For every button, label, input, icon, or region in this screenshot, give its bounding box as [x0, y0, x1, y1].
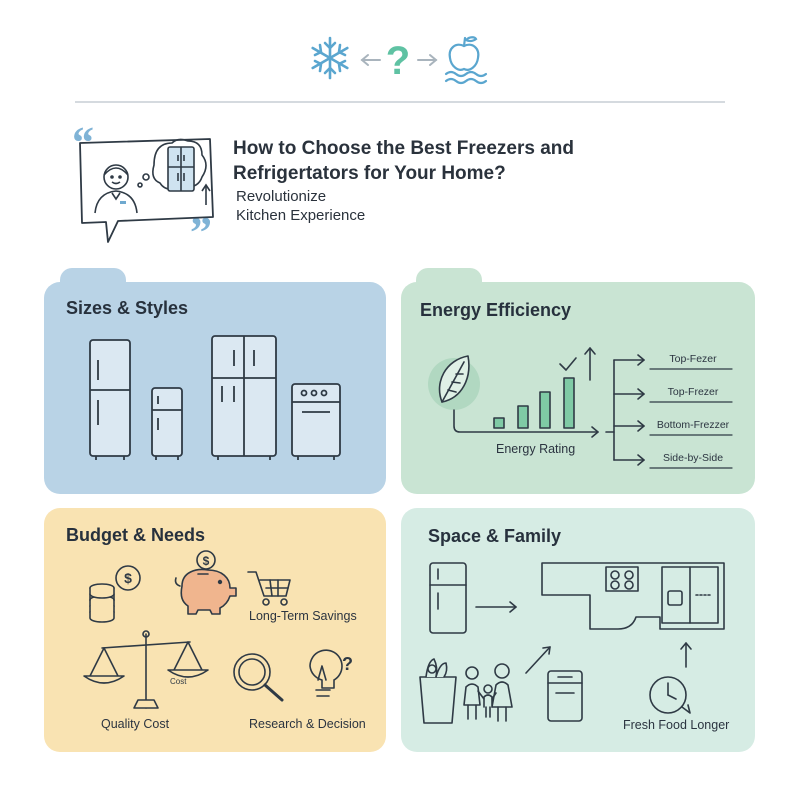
diagonal-arrow-icon: [525, 646, 551, 674]
person-icon: [94, 164, 138, 214]
quality-cost-label: Quality Cost: [101, 717, 170, 731]
long-term-savings-label: Long-Term Savings: [249, 609, 357, 623]
mini-fridge-icon: [151, 387, 183, 460]
fresh-food-longer-label: Fresh Food Longer: [623, 718, 730, 732]
small-fridge-icon: [429, 562, 467, 634]
energy-rating-label: Energy Rating: [496, 442, 576, 456]
question-mark-label: ?: [342, 654, 353, 674]
energy-card-title: Energy Efficiency: [420, 300, 572, 320]
check-icon: [559, 357, 577, 371]
research-decision-label: Research & Decision: [249, 717, 366, 731]
up-arrow-icon: [584, 347, 596, 381]
page-title-line2: Refrigertators for Your Home?: [233, 163, 506, 184]
sizes-card-title: Sizes & Styles: [66, 298, 189, 318]
arrow-right-icon: [475, 601, 517, 613]
header-illustration: “ ”: [70, 125, 230, 255]
flow-line: [453, 409, 599, 433]
open-quote-icon: “: [72, 125, 94, 167]
arrow-left-icon: [360, 54, 381, 66]
branch-connector: [605, 354, 645, 466]
svg-text:$: $: [124, 570, 132, 586]
budget-illustrations: $ $: [60, 548, 380, 738]
leaf-icon: [428, 355, 480, 410]
balance-scale-icon: [83, 630, 209, 709]
thought-fridge-icon: [137, 138, 211, 205]
budget-card: [44, 508, 386, 752]
apple-water-icon: [444, 36, 488, 85]
lightbulb-icon: [309, 649, 343, 697]
close-quote-icon: ”: [190, 208, 212, 255]
energy-option-4: Side-by-Side: [662, 452, 724, 464]
shopping-cart-icon: [247, 571, 291, 606]
question-mark-icon: ?: [386, 39, 410, 83]
coins-icon: $: [89, 565, 141, 623]
space-card-title: Space & Family: [428, 526, 562, 546]
kitchen-floorplan-icon: [541, 562, 725, 630]
energy-option-2: Top-Frezer: [667, 386, 719, 398]
top-icon-row: ?: [300, 28, 500, 88]
energy-diagram: [420, 340, 750, 480]
clock-icon: [649, 676, 691, 714]
speech-bubble-icon: [79, 138, 214, 243]
french-door-fridge-icon: [211, 335, 277, 460]
energy-option-3: Bottom-Frezzer: [656, 419, 730, 431]
header-divider: [75, 101, 725, 103]
family-icon: [463, 663, 513, 722]
fridge-lineup-icon: [84, 330, 354, 465]
grocery-bag-icon: [419, 658, 457, 724]
space-illustrations: [412, 555, 748, 735]
arrow-right-icon: [417, 54, 438, 66]
energy-rating-bars-icon: [493, 377, 575, 429]
piggy-bank-icon: $: [174, 550, 237, 615]
page-title-line1: How to Choose the Best Freezers and: [233, 138, 575, 159]
subtitle-line1: Revolutionize: [236, 188, 327, 205]
dishwasher-icon: [547, 670, 583, 722]
budget-card-title: Budget & Needs: [66, 525, 206, 545]
tall-fridge-icon: [89, 339, 131, 460]
scale-cost-tag: Cost: [170, 677, 187, 686]
magnifier-icon: [233, 653, 284, 702]
up-arrow-icon: [680, 642, 692, 668]
compact-freezer-icon: [291, 383, 341, 460]
snowflake-icon: [311, 36, 349, 80]
svg-text:$: $: [203, 554, 210, 568]
energy-option-1: Top-Fezer: [669, 353, 717, 365]
subtitle-line2: Kitchen Experience: [236, 207, 366, 224]
